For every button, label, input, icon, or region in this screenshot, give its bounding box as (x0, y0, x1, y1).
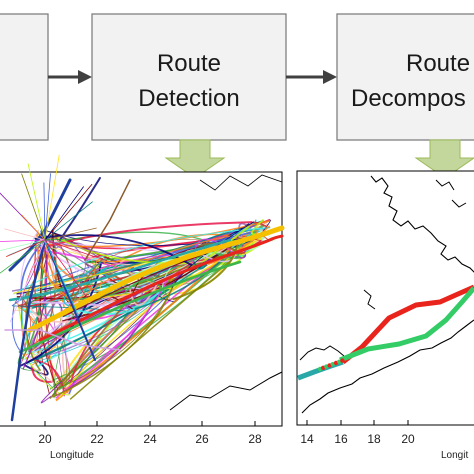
trajectory-line (13, 227, 264, 295)
trajectory-line (55, 242, 97, 258)
trajectory-spoke (0, 239, 46, 274)
right-x-tick-label: 20 (401, 432, 415, 446)
trajectory-lane (27, 225, 285, 333)
trajectory-line (251, 219, 265, 236)
trajectory-line (52, 282, 176, 398)
trajectory-spoke (9, 239, 46, 323)
trajectory-line (25, 291, 42, 372)
trajectory-line (62, 278, 169, 393)
trajectory-lane (38, 234, 284, 342)
trajectory-lane (59, 177, 101, 241)
left-x-tick-label: 22 (90, 432, 104, 446)
trajectory-line (31, 366, 54, 383)
right-x-tick-label: 18 (367, 432, 381, 446)
trajectory-spoke (0, 239, 46, 242)
trajectory-spoke (44, 239, 57, 294)
trajectory-plot-x-label: Longitude (50, 450, 94, 461)
step-box-route-detection (91, 13, 287, 141)
trajectory-line (171, 221, 255, 288)
route-plot-x-label: Longit (441, 450, 468, 461)
route-overlap-segment (317, 358, 345, 372)
step-box-route-decomposition (336, 13, 474, 141)
trajectory-line (93, 258, 106, 276)
left-x-tick-label: 26 (195, 432, 209, 446)
route-plot: 14 16 18 20 Longit (296, 170, 474, 461)
step-box-input (0, 13, 49, 141)
coastline-southwest (299, 345, 345, 361)
trajectory-spoke (0, 239, 46, 251)
left-coastline-north (199, 174, 283, 191)
route-detection-label-line2: Detection (138, 85, 239, 112)
trajectory-spoke (21, 173, 46, 241)
trajectory-spoke (27, 163, 46, 241)
left-x-tick-label: 28 (248, 432, 262, 446)
trajectory-line (24, 288, 170, 365)
trajectory-plot: 20 22 24 26 28 Longitude (0, 154, 285, 461)
trajectory-spoke (44, 239, 79, 315)
trajectory-lines (0, 154, 285, 422)
left-x-tick-label: 24 (143, 432, 157, 446)
route-decomposition-label-line1: Route (406, 50, 470, 77)
trajectory-line (24, 357, 49, 376)
trajectory-line (57, 300, 158, 391)
trajectory-line (208, 225, 271, 265)
trajectory-line (172, 237, 240, 301)
trajectory-spoke (44, 239, 88, 298)
trajectory-line (62, 239, 241, 322)
trajectory-line (60, 235, 231, 314)
left-coastline (169, 371, 283, 411)
trajectory-line (201, 225, 251, 264)
trajectory-line (77, 284, 165, 315)
trajectory-spoke (44, 201, 93, 241)
trajectory-line (40, 381, 63, 404)
route-plot-x-ticks: 14 16 18 20 (300, 420, 415, 446)
coastline-islands (363, 179, 467, 310)
route-decomposition-label-line2: Decompos (351, 85, 466, 112)
right-x-tick-label: 14 (300, 432, 314, 446)
route-detection-label-line1: Route (157, 50, 221, 77)
trajectory-lane (8, 238, 232, 302)
right-x-tick-label: 16 (334, 432, 348, 446)
flow-arrow-2 (286, 70, 337, 84)
overlap-dot (340, 358, 345, 363)
trajectory-spoke (44, 186, 84, 241)
trajectory-line (20, 229, 40, 308)
route-green (339, 286, 474, 363)
trajectory-spoke (44, 227, 97, 241)
trajectory-spoke (44, 238, 82, 241)
trajectory-spoke (4, 228, 46, 241)
trajectory-line (67, 309, 131, 391)
trajectory-spoke (43, 182, 46, 241)
route-red (341, 284, 474, 364)
trajectory-lane (44, 239, 96, 361)
trajectory-spoke (20, 214, 46, 241)
trajectory-line (22, 238, 48, 370)
left-x-tick-label: 20 (38, 432, 52, 446)
trajectory-line (56, 286, 174, 390)
flow-arrow-1 (48, 70, 92, 84)
trajectory-spoke (44, 173, 51, 241)
down-arrow-right (414, 139, 474, 179)
coastline-south (301, 319, 474, 414)
down-arrow-left (164, 139, 226, 179)
trajectory-spoke (44, 154, 60, 241)
trajectory-lane (18, 260, 242, 354)
trajectory-spoke (6, 239, 46, 258)
trajectory-spoke (44, 239, 108, 262)
trajectory-spoke (44, 239, 124, 259)
coastline-north (370, 175, 474, 273)
trajectory-lane (84, 179, 131, 261)
trajectory-spoke (44, 183, 93, 241)
trajectory-line (69, 257, 104, 316)
trajectory-lane (4, 329, 121, 351)
trajectory-plot-x-ticks: 20 22 24 26 28 (38, 421, 262, 446)
